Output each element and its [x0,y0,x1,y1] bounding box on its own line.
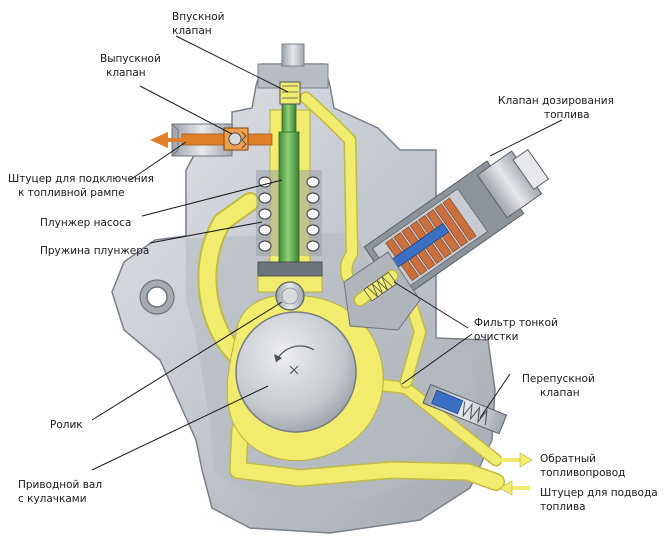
bypass-valve [422,383,508,435]
label-return-line: Обратный топливопровод [540,453,625,479]
inlet-valve [279,81,301,105]
leader-lines [91,35,563,471]
label-supply-connector: Штуцер для подвода топлива [540,487,661,513]
supply-flow-arrow [499,480,530,496]
label-pump-plunger: Плунжер насоса [40,217,131,229]
camshaft [235,311,357,433]
label-fine-filter: Фильтр тонкой очистки [474,317,561,343]
label-bypass-valve: Перепускной клапан [522,373,598,399]
label-inlet-valve: Впускной клапан [172,11,228,37]
pump-plunger [257,85,323,277]
label-plunger-spring: Пружина плунжера [40,245,149,257]
label-roller: Ролик [50,419,83,431]
label-metering-valve: Клапан дозирования топлива [498,95,617,121]
roller [275,281,305,311]
return-flow-arrow [500,452,533,468]
mounting-hole [139,279,175,315]
metering-valve [343,148,550,331]
label-camshaft: Приводной вал с кулачками [18,479,105,505]
label-rail-connector: Штуцер для подключения к топливной рампе [8,173,157,199]
label-outlet-valve: Выпускной клапан [100,53,164,79]
